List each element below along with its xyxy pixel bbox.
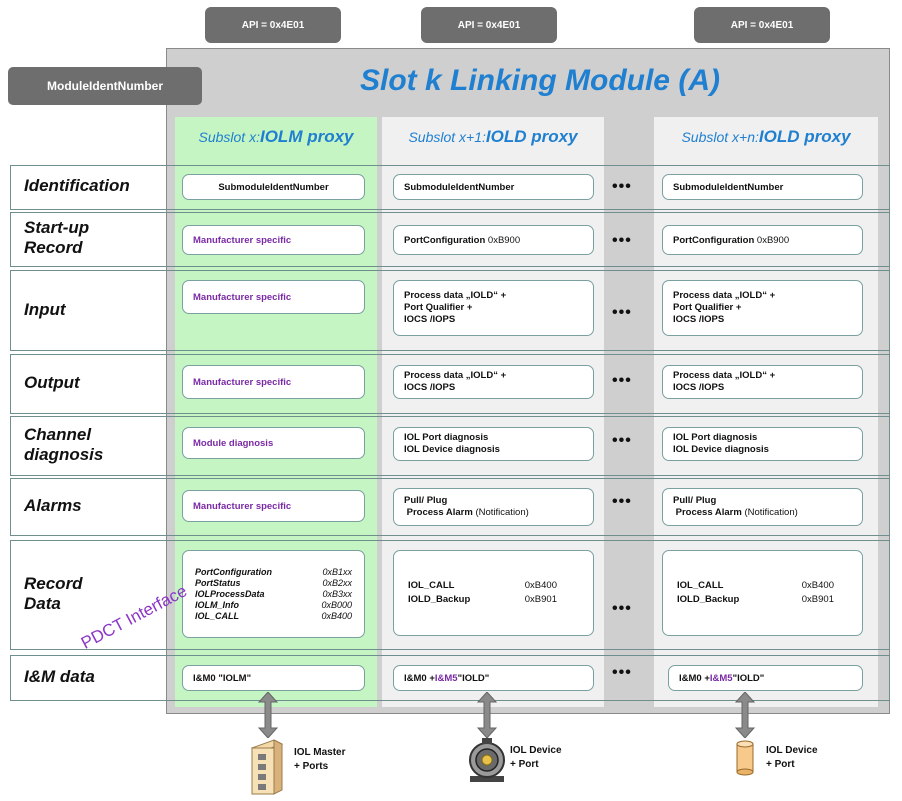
- output-cell-1: Manufacturer specific: [182, 365, 365, 399]
- arrow-master: [258, 692, 278, 738]
- iol-master-icon: [250, 739, 284, 795]
- row-frame-channel: [10, 416, 890, 476]
- ellipsis-startup: •••: [612, 232, 632, 249]
- iol-device-cylinder-icon: [736, 740, 754, 776]
- row-frame-im: [10, 655, 890, 701]
- input-cell-1: Manufacturer specific: [182, 280, 365, 314]
- alarms-cell-1: Manufacturer specific: [182, 490, 365, 522]
- ellipsis-im: •••: [612, 664, 632, 681]
- iol-device-n-label: IOL Device+ Port: [766, 745, 818, 770]
- startup-cell-1: Manufacturer specific: [182, 225, 365, 255]
- ellipsis-alarms: •••: [612, 493, 632, 510]
- row-frame-output: [10, 354, 890, 414]
- ellipsis-input: •••: [612, 304, 632, 321]
- row-frame-input: [10, 270, 890, 351]
- row-frame-alarms: [10, 478, 890, 536]
- ident-cell-2: SubmoduleIdentNumber: [393, 174, 594, 200]
- page-title: Slot k Linking Module (A): [360, 64, 720, 97]
- input-cell-3: Process data „IOLD“ +Port Qualifier +IOC…: [662, 280, 863, 336]
- row-label-alarms: Alarms: [24, 496, 82, 515]
- alarms-cell-2: Pull/ Plug Process Alarm (Notification): [393, 488, 594, 526]
- ellipsis-output: •••: [612, 372, 632, 389]
- row-label-identification: Identification: [24, 176, 130, 195]
- row-frame-record: [10, 540, 890, 650]
- arrow-device-n: [735, 692, 755, 738]
- row-label-im: I&M data: [24, 667, 95, 686]
- column-header-2: Subslot x+1: IOLD proxy: [408, 127, 578, 146]
- row-label-output: Output: [24, 373, 80, 392]
- im-cell-2: I&M0 + I&M5 "IOLD": [393, 665, 594, 691]
- column-header-3: Subslot x+n: IOLD proxy: [681, 127, 851, 146]
- startup-cell-3: PortConfiguration 0xB900: [662, 225, 863, 255]
- row-frame-identification: [10, 165, 890, 210]
- api-label-2: API = 0x4E01: [421, 7, 557, 43]
- ellipsis-channel: •••: [612, 432, 632, 449]
- ident-cell-3: SubmoduleIdentNumber: [662, 174, 863, 200]
- channel-cell-1: Module diagnosis: [182, 427, 365, 459]
- module-ident-number: ModuleIdentNumber: [8, 67, 202, 105]
- iol-device-1-label: IOL Device+ Port: [510, 745, 562, 770]
- api-label-1: API = 0x4E01: [205, 7, 341, 43]
- row-frame-startup: [10, 212, 890, 267]
- output-cell-3: Process data „IOLD“ +IOCS /IOPS: [662, 365, 863, 399]
- row-label-input: Input: [24, 299, 66, 319]
- column-header-1: Subslot x: IOLM proxy: [198, 127, 354, 146]
- im-cell-3: I&M0 + I&M5 "IOLD": [668, 665, 863, 691]
- ellipsis-record: •••: [612, 600, 632, 617]
- iol-master-label: IOL Master+ Ports: [294, 747, 346, 772]
- input-cell-2: Process data „IOLD“ +Port Qualifier +IOC…: [393, 280, 594, 336]
- api-label-3: API = 0x4E01: [694, 7, 830, 43]
- output-cell-2: Process data „IOLD“ +IOCS /IOPS: [393, 365, 594, 399]
- arrow-device-1: [477, 692, 497, 738]
- startup-cell-2: PortConfiguration 0xB900: [393, 225, 594, 255]
- im-cell-1: I&M0 "IOLM": [182, 665, 365, 691]
- iol-device-sensor-icon: [469, 738, 505, 782]
- ellipsis-identification: •••: [612, 178, 632, 195]
- ident-cell-1: SubmoduleIdentNumber: [182, 174, 365, 200]
- alarms-cell-3: Pull/ Plug Process Alarm (Notification): [662, 488, 863, 526]
